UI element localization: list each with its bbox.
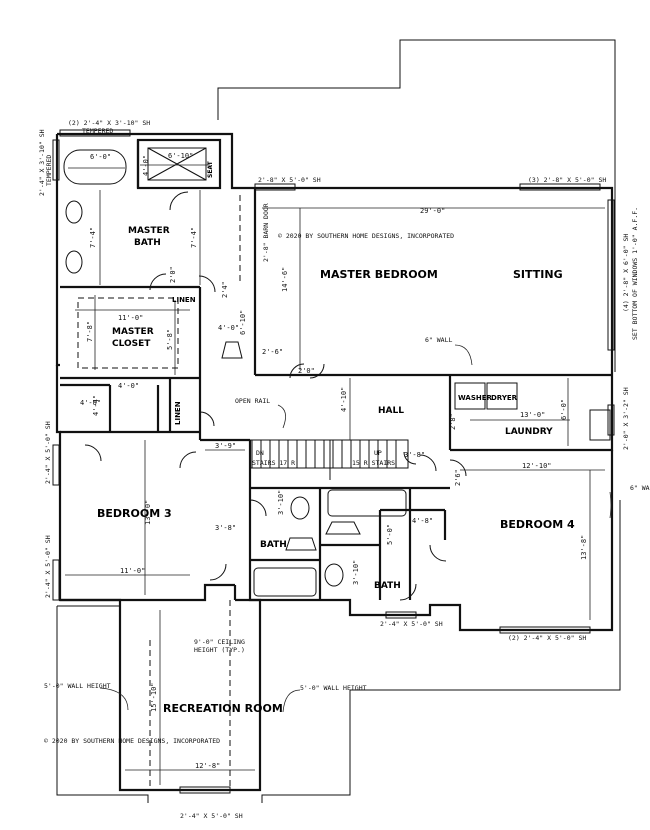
dim-nook-d: 6'-10" xyxy=(239,310,247,335)
six-inch-wall-label-2: 6" WALL xyxy=(630,484,650,492)
dim-bed4-cl-w: 4'-8" xyxy=(412,517,433,525)
dim-mbath-w: 6'-0" xyxy=(90,153,111,161)
fixtures xyxy=(63,147,611,597)
stairs-up-2: 15 R STAIRS xyxy=(352,459,395,467)
window-right-2: SET BOTTOM OF WINDOWS 1'-0" A.F.F. xyxy=(631,207,639,340)
dim-bath-w: 3'-8" xyxy=(404,451,425,459)
dim-nook-w: 4'-0" xyxy=(218,324,239,332)
stairs-up-1: UP xyxy=(374,449,382,457)
dim-hall-w: 3'-9" xyxy=(215,442,236,450)
window-bed3-a: 2'-4" X 5'-0" SH xyxy=(44,421,52,484)
window-rec: 2'-4" X 5'-0" SH xyxy=(180,812,243,820)
bedroom-4-label: BEDROOM 4 xyxy=(500,518,575,531)
dim-rec-d: 15'-10" xyxy=(150,682,158,712)
master-bath-label-2: BATH xyxy=(134,238,161,248)
wall-height-left: 5'-0" WALL HEIGHT xyxy=(44,682,111,690)
dim-rec-w: 12'-8" xyxy=(195,762,220,770)
seat-label: SEAT xyxy=(207,160,214,178)
dim-hall-d: 4'-10" xyxy=(340,387,348,412)
window-bath: 2'-4" X 5'-0" SH xyxy=(380,620,443,628)
dryer-label: DRYER xyxy=(491,394,518,402)
dim-bed3-sm: 4'-4" xyxy=(92,395,100,416)
doors xyxy=(84,191,467,601)
window-left-tempered-1: 2'-4" X 3'-10" SH xyxy=(38,129,46,196)
copyright-bottom: © 2020 BY SOUTHERN HOME DESIGNS, INCORPO… xyxy=(44,737,220,745)
dim-bed4-w: 12'-10" xyxy=(522,462,552,470)
annotations: (2) 2'-4" X 3'-10" SH TEMPERED 2'-4" X 3… xyxy=(38,119,650,820)
dim-bath-d: 3'-10" xyxy=(277,490,285,515)
window-tempered-top-1: (2) 2'-4" X 3'-10" SH xyxy=(68,119,150,127)
dim-mb-depth: 14'-6" xyxy=(281,267,289,292)
window-mb-top-3: (3) 2'-8" X 5'-0" SH xyxy=(528,176,606,184)
window-mb-top: 2'-8" X 5'-0" SH xyxy=(258,176,321,184)
dim-bed3-d: 13'-0" xyxy=(144,500,152,525)
dim-shower-w: 6'-10" xyxy=(168,152,193,160)
bedroom-3-label: BEDROOM 3 xyxy=(97,507,172,520)
dim-bed3-w: 11'-0" xyxy=(120,567,145,575)
ceiling-label-2: HEIGHT (TYP.) xyxy=(194,646,245,654)
ceiling-label-1: 9'-0" CEILING xyxy=(194,638,245,646)
dim-stair-w: 3'-8" xyxy=(215,524,236,532)
dimension-lines xyxy=(65,164,605,785)
dim-door-28: 2'8" xyxy=(449,413,457,430)
master-closet-label-2: CLOSET xyxy=(112,339,151,349)
stairs-dn-2: STAIRS 17 R xyxy=(252,459,295,467)
dim-closet-d: 7'-8" xyxy=(86,321,94,342)
dim-shower-d: 4'-0" xyxy=(142,155,150,176)
dim-door-20: 2'0" xyxy=(169,266,177,283)
bath-label-2: BATH xyxy=(374,581,401,591)
dim-laundry-w: 13'-0" xyxy=(520,411,545,419)
exterior-walls xyxy=(55,132,614,792)
window-left-tempered-2: TEMPERED xyxy=(45,155,53,186)
window-bed4: (2) 2'-4" X 5'-0" SH xyxy=(508,634,586,642)
dim-bath-d2: 3'-10" xyxy=(352,560,360,585)
closet-rods xyxy=(77,195,241,790)
wall-height-right: 5'-0" WALL HEIGHT xyxy=(300,684,367,692)
dim-small-w: 2'-6" xyxy=(262,348,283,356)
dim-door-24: 2'4" xyxy=(221,281,229,298)
room-labels: MASTER BEDROOM SITTING MASTER BATH MASTE… xyxy=(97,160,575,715)
washer-label: WASHER xyxy=(458,394,493,402)
window-right-1: (4) 2'-8" X 6'-0" SH xyxy=(622,234,630,312)
dim-closet-w: 11'-0" xyxy=(118,314,143,322)
barn-door-label: 2'-8" BARN DOOR xyxy=(262,203,270,262)
dimension-text: 29'-0" 14'-6" 6'-0" 6'-10" 4'-0" 7'-4" 7… xyxy=(80,152,588,770)
interior-walls xyxy=(60,138,565,600)
dim-door-26: 2'6" xyxy=(454,469,462,486)
stairs-dn-1: DN xyxy=(256,449,264,457)
open-rail-label: OPEN RAIL xyxy=(235,397,270,405)
recreation-room-label: RECREATION ROOM xyxy=(163,702,283,715)
windows xyxy=(52,129,615,794)
dim-laundry-d: 6'-0" xyxy=(560,399,568,420)
sitting-label: SITTING xyxy=(513,268,563,281)
laundry-label: LAUNDRY xyxy=(505,427,553,437)
bath-label: BATH xyxy=(260,540,287,550)
master-bath-label-1: MASTER xyxy=(128,226,170,236)
dim-bed4-d: 13'-8" xyxy=(580,535,588,560)
linen-label: LINEN xyxy=(172,296,196,304)
hall-label: HALL xyxy=(378,406,404,416)
master-bedroom-label: MASTER BEDROOM xyxy=(320,268,438,281)
dim-bed3-sm2: 4'-0" xyxy=(80,399,101,407)
dim-mbath-d2: 7'-4" xyxy=(190,227,198,248)
roof-outline xyxy=(56,39,621,803)
master-closet-label-1: MASTER xyxy=(112,327,154,337)
window-laundry: 2'-0" X 3'-2" SH xyxy=(622,387,630,450)
window-bed3-b: 2'-4" X 5'-0" SH xyxy=(44,535,52,598)
dim-bed4-cl-d: 5'-0" xyxy=(386,524,394,545)
dim-closet-d2: 5'-8" xyxy=(166,329,174,350)
copyright-top: © 2020 BY SOUTHERN HOME DESIGNS, INCORPO… xyxy=(278,232,454,240)
dim-bed3-w2: 4'-0" xyxy=(118,382,139,390)
six-inch-wall-label: 6" WALL xyxy=(425,336,452,344)
stair-treads xyxy=(251,440,397,468)
dim-mbath-d1: 7'-4" xyxy=(89,227,97,248)
dim-mb-width: 29'-0" xyxy=(420,207,445,215)
window-tempered-top-2: TEMPERED xyxy=(82,127,113,135)
linen-label-2: LINEN xyxy=(174,401,182,425)
stairs xyxy=(249,439,409,480)
dim-door-20b: 2'0" xyxy=(298,367,315,375)
leader-lines xyxy=(99,344,612,713)
